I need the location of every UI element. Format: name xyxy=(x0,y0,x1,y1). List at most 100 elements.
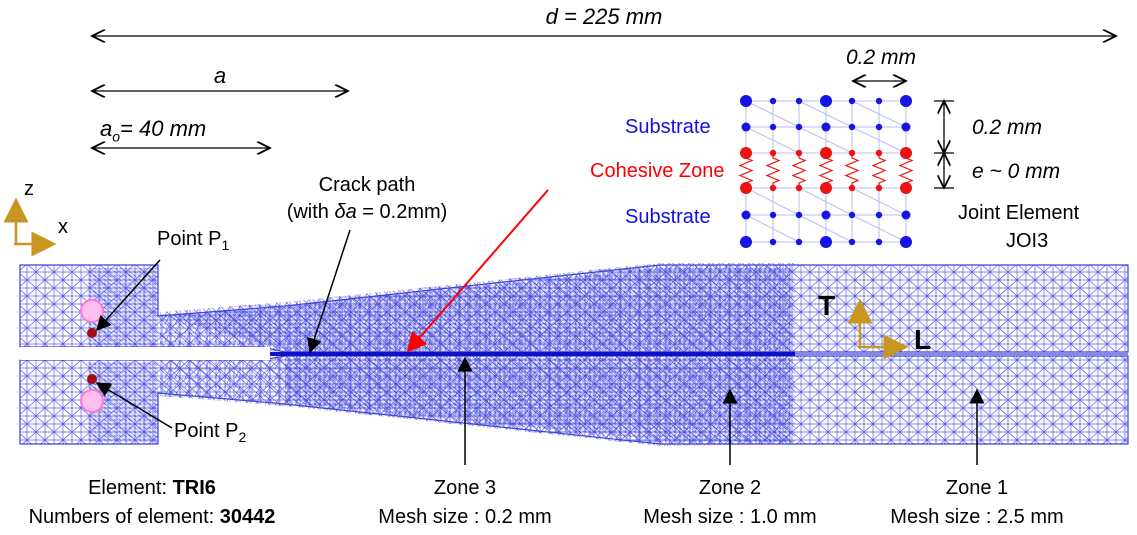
zone-1-mesh-size: Mesh size : 2.5 mm xyxy=(890,506,1064,528)
inset-node-blue xyxy=(875,123,883,131)
inset-node-blue xyxy=(740,236,752,248)
inset-node-blue xyxy=(769,97,777,105)
axis-x-label: x xyxy=(58,216,68,238)
zone-3-mesh-size: Mesh size : 0.2 mm xyxy=(378,506,552,528)
inset-width-label: 0.2 mm xyxy=(846,46,917,69)
inset-node-blue xyxy=(741,122,751,132)
specimen-upper-arm xyxy=(19,263,1129,353)
inset-grid-diag-line xyxy=(745,187,800,216)
inset-e-label: e ~ 0 mm xyxy=(972,160,1061,183)
inset-grid-diag-line xyxy=(745,100,800,128)
inset-node-red xyxy=(795,149,803,157)
inset-grid-diag-line xyxy=(745,214,800,243)
joint-element-label: Joint Element xyxy=(958,202,1080,224)
inset-node-red xyxy=(900,182,912,194)
inset-node-blue xyxy=(820,95,832,107)
dimension-a-label: a xyxy=(213,63,227,88)
inset-height-label: 0.2 mm xyxy=(972,116,1043,139)
joint-element-inset xyxy=(738,95,914,248)
inset-node-blue xyxy=(875,238,883,246)
inset-node-blue xyxy=(848,211,856,219)
inset-node-blue xyxy=(901,210,911,220)
leader-crack-path xyxy=(307,229,351,354)
inset-node-red xyxy=(900,147,912,159)
crack-path-detail: (with δa = 0.2mm) xyxy=(286,201,448,223)
inset-node-red xyxy=(820,147,832,159)
zone-2-name: Zone 2 xyxy=(698,477,762,499)
cohesive-spring xyxy=(818,153,834,188)
point-p2-marker xyxy=(87,374,97,384)
inset-grid-diag-line xyxy=(798,100,853,128)
dimension-d-label: d = 225 mm xyxy=(545,4,663,29)
inset-node-red xyxy=(740,147,752,159)
inset-node-red xyxy=(769,149,777,157)
inset-node-blue xyxy=(900,236,912,248)
inset-node-blue xyxy=(795,97,803,105)
point-p2-pin-hole xyxy=(80,389,104,413)
point-p1-pin-hole xyxy=(80,299,104,323)
axis-z-label: z xyxy=(24,178,34,200)
inset-substrate-bottom-label: Substrate xyxy=(625,206,711,228)
inset-grid-diag-line xyxy=(851,187,907,216)
leader-point-p1 xyxy=(95,259,161,332)
specimen-lower-arm xyxy=(19,355,1129,446)
cohesive-spring xyxy=(898,153,914,188)
inset-node-blue xyxy=(848,123,856,131)
element-type-label: Element: TRI6 xyxy=(88,477,216,499)
crack-gap xyxy=(20,347,270,360)
inset-node-red xyxy=(820,182,832,194)
cohesive-spring xyxy=(738,153,754,188)
point-p2-label: Point P2 xyxy=(174,420,247,445)
dimension-ao-label: ao= 40 mm xyxy=(100,116,207,145)
inset-node-red xyxy=(769,184,777,192)
inset-node-blue xyxy=(875,211,883,219)
inset-grid-diag-line xyxy=(745,126,800,154)
inset-cohesive-zone-label: Cohesive Zone xyxy=(590,160,725,182)
inset-node-blue xyxy=(821,122,831,132)
inset-grid-diag-line xyxy=(798,214,853,243)
inset-node-blue xyxy=(741,210,751,220)
axis-t-label: T xyxy=(818,290,836,321)
inset-node-red xyxy=(875,184,883,192)
inset-grid-diag-line xyxy=(851,126,907,154)
inset-node-red xyxy=(740,182,752,194)
inset-grid-diag-line xyxy=(798,126,853,154)
point-p1-label: Point P1 xyxy=(157,228,230,253)
inset-node-blue xyxy=(875,97,883,105)
inset-node-blue xyxy=(821,210,831,220)
leader-cohesive-zone xyxy=(406,189,549,353)
joint-element-name: JOI3 xyxy=(1006,230,1049,252)
inset-node-blue xyxy=(769,238,777,246)
zone-3-name: Zone 3 xyxy=(433,477,497,499)
zone-1-name: Zone 1 xyxy=(945,477,1009,499)
inset-node-blue xyxy=(769,211,777,219)
inset-node-blue xyxy=(820,236,832,248)
inset-node-blue xyxy=(795,211,803,219)
inset-node-blue xyxy=(795,238,803,246)
inset-node-red xyxy=(875,149,883,157)
inset-substrate-top-label: Substrate xyxy=(625,116,711,138)
inset-node-blue xyxy=(900,95,912,107)
cohesive-spring xyxy=(871,153,887,188)
inset-node-blue xyxy=(848,238,856,246)
inset-node-red xyxy=(795,184,803,192)
inset-node-blue xyxy=(740,95,752,107)
inset-node-blue xyxy=(769,123,777,131)
element-count-label: Numbers of element: 30442 xyxy=(28,506,276,528)
inset-node-blue xyxy=(901,122,911,132)
inset-grid-diag-line xyxy=(798,187,853,216)
inset-node-blue xyxy=(848,97,856,105)
inset-node-blue xyxy=(795,123,803,131)
leader-point-p2 xyxy=(95,382,173,429)
cohesive-spring xyxy=(765,153,781,188)
inset-grid-diag-line xyxy=(851,100,907,128)
cohesive-spring xyxy=(844,153,860,188)
inset-grid-diag-line xyxy=(851,214,907,243)
zone-2-mesh-size: Mesh size : 1.0 mm xyxy=(643,506,817,528)
crack-path-label: Crack path xyxy=(318,174,416,196)
point-p1-marker xyxy=(87,328,97,338)
cohesive-spring xyxy=(791,153,807,188)
axis-l-label: L xyxy=(914,324,932,355)
